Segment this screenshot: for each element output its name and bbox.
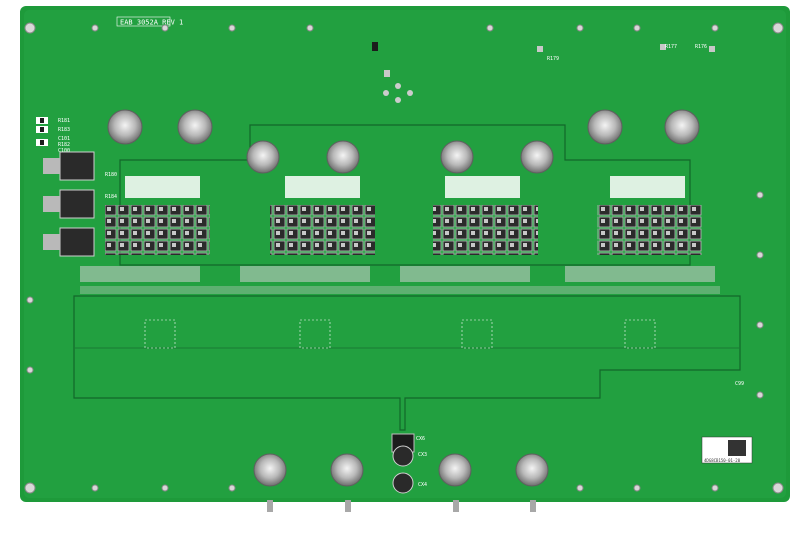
- capacitor-array-4: [597, 205, 702, 255]
- top-pad-row: [372, 42, 715, 103]
- label-cx6: CX6: [416, 436, 425, 442]
- component-clusters: [144, 319, 656, 349]
- label-r180: R180: [105, 172, 117, 178]
- silkscreen-text: R177 R176 R179 R181 R183 C101 R182 C100 …: [58, 44, 744, 488]
- small-component-rows: [80, 266, 720, 294]
- left-resistor-block: [36, 117, 48, 146]
- lower-copper-zone: [73, 295, 741, 431]
- label-c99: C99: [735, 381, 744, 387]
- capacitor-array-1: [105, 205, 210, 255]
- capacitor-array-2: [270, 205, 375, 255]
- label-r179: R179: [547, 56, 559, 62]
- terminal-lugs: [107, 109, 700, 487]
- label-r181: R181: [58, 118, 70, 124]
- label-r182: R182: [58, 142, 70, 148]
- qr-caption: 4DG8CB150-01-20: [704, 458, 741, 463]
- label-c100: C100: [58, 148, 70, 154]
- label-r177: R177: [665, 44, 677, 50]
- mounting-holes: [24, 22, 784, 494]
- label-cx4: CX4: [418, 482, 427, 488]
- qr-label: 4DG8CB150-01-20: [701, 436, 753, 464]
- part-number-label: EAB 3052A REV 1: [116, 16, 183, 27]
- label-cx3: CX3: [418, 452, 427, 458]
- edge-connector-pins: [267, 500, 536, 512]
- transistor-stack: [43, 151, 95, 257]
- label-r184: R184: [105, 194, 117, 200]
- label-c101: C101: [58, 136, 70, 142]
- label-r176: R176: [695, 44, 707, 50]
- electrolytic-capacitors: [391, 433, 415, 494]
- silkscreen-label-blocks: [125, 176, 685, 198]
- part-number-text: EAB 3052A REV 1: [120, 19, 183, 27]
- capacitor-array-3: [433, 205, 538, 255]
- label-r183: R183: [58, 127, 70, 133]
